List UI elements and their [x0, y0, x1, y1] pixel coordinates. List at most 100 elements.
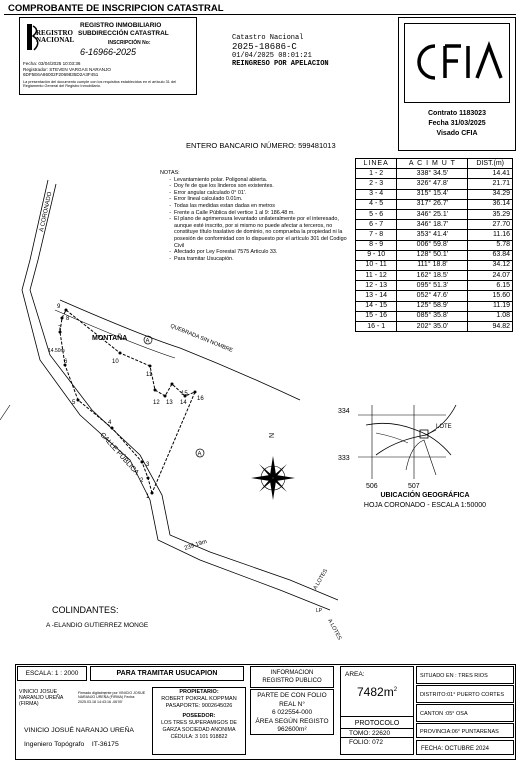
cell-line: 14 - 15 [354, 300, 398, 312]
colindantes-title: COLINDANTES: [52, 605, 119, 615]
cell-line: 10 - 11 [354, 259, 398, 272]
distance-14-50: 14.50m [48, 348, 65, 354]
registry-org-line1: REGISTRO INMOBILIARIO [80, 22, 162, 29]
folio-line-2: REAL N° [279, 700, 305, 708]
cell-azimuth: 111° 18.8' [396, 259, 469, 272]
cfia-logo [417, 41, 503, 80]
road-edge [29, 289, 339, 601]
poseedor-1: LOS TRES SUPERAMIGOS DE [161, 720, 237, 726]
cell-distance: 14.41 [467, 168, 513, 180]
coord-334: 334 [338, 408, 350, 415]
note-item: Afectado por Ley Forestal 7575 Articulo … [174, 249, 348, 256]
area-value-wrap: 7482m2 [357, 685, 397, 699]
note-item: Para tramitar Usucapión. [174, 256, 348, 263]
pasaporte: PASAPORTE: 9002645026 [165, 703, 233, 709]
cell-azimuth: 052° 47.6' [396, 290, 469, 302]
cell-distance: 5.78 [467, 239, 513, 251]
tramitar-box: PARA TRAMITAR USUCAPION [90, 666, 244, 681]
a-lotes-label: A LOTES [313, 568, 330, 591]
folio-line-3: 6 022554-000 [271, 709, 313, 716]
quebrada-line [59, 299, 301, 401]
cfia-contrato: Contrato 1183023 [428, 110, 486, 117]
a-lotes-label-2: A LOTES [326, 618, 342, 640]
notes-block: NOTAS: Levantamiento polar. Poligonal ab… [160, 170, 348, 262]
catastro-note: REINGRESO POR APELACION [232, 60, 329, 68]
folio-line-4: ÁREA SEGÚN REGISTO [255, 717, 329, 725]
engineer-name: VINICIO JOSUÉ NARANJO UREÑA [24, 727, 134, 734]
area-label: AREA: [345, 671, 365, 678]
catastro-number: 2025-18686-C [232, 42, 297, 52]
compass-rose-icon [251, 456, 295, 500]
vertex-3: 3 [146, 462, 150, 468]
cell-line: 6 - 7 [354, 219, 398, 231]
cell-azimuth: 162° 18.5' [396, 270, 469, 282]
note-item: Doy fe de que los linderos son existente… [174, 183, 348, 190]
circle-a-marker [143, 335, 153, 345]
circle-a-label: A [146, 339, 150, 345]
area-value: 7482m [357, 685, 394, 699]
vertex-1: 1 [146, 494, 150, 500]
inscription-label: INSCRIPCIÓN No: [108, 40, 151, 46]
note-item: Levantamiento polar. Poligonal abierta. [174, 177, 348, 184]
cell-azimuth: 353° 41.4' [396, 229, 469, 241]
vertex-7: 7 [58, 326, 62, 332]
cell-azimuth: 346° 18.7' [396, 219, 469, 231]
title-rule [4, 14, 516, 15]
table-header-row: LINEA A C I M U T DIST.(m) [354, 157, 513, 170]
vertex-8: 8 [66, 316, 70, 322]
column-header: DIST.(m) [467, 157, 513, 170]
cell-distance: 94.82 [467, 320, 513, 333]
lp-label: LP [316, 608, 323, 614]
catastro-datetime: 01/04/2025 08:01:21 [232, 52, 312, 60]
cell-line: 12 - 13 [354, 280, 398, 292]
survey-map: A CORONADO 1 2 3 4 5 6 7 8 9 10 11 12 13… [0, 179, 342, 640]
note-item: Error angular calculado 0° 01'. [174, 190, 348, 197]
para-tramitar: PARA TRAMITAR USUCAPION [116, 670, 218, 677]
cell-azimuth: 085° 35.8' [396, 310, 469, 323]
notes-title: NOTAS: [160, 170, 180, 176]
cell-line: 9 - 10 [354, 249, 398, 261]
registry-stamp: REGISTRO NACIONAL REGISTRO INMOBILIARIO … [19, 17, 197, 95]
distrito: DISTRITO:01° PUERTO CORTES [420, 692, 505, 698]
cell-line: 1 - 2 [354, 168, 398, 180]
fecha-box: FECHA: OCTUBRE 2024 [416, 740, 514, 755]
cell-line: 4 - 5 [354, 198, 398, 210]
location-map: 334 333 506 507 LOTE [338, 404, 457, 490]
note-item: Frente a Calle Pública del vertice 1 al … [174, 210, 348, 217]
cell-distance: 11.19 [467, 300, 513, 312]
situado-box: SITUADO EN : TRES RIOS [416, 666, 514, 684]
coord-507: 507 [408, 483, 420, 490]
cell-azimuth: 128° 50.1' [396, 249, 469, 261]
vertex-15: 15 [181, 391, 188, 397]
vertex-11: 11 [146, 372, 153, 378]
cell-line: 16 - 1 [354, 320, 398, 333]
cell-azimuth: 095° 51.3' [396, 280, 469, 292]
cell-distance: 27.70 [467, 219, 513, 231]
cell-line: 7 - 8 [354, 229, 398, 241]
situado: SITUADO EN : TRES RIOS [420, 673, 488, 679]
north-label: N [269, 433, 276, 438]
cfia-box: Contrato 1183023 Fecha 31/03/2025 Visado… [398, 17, 516, 151]
location-subtitle: HOJA CORONADO - ESCALA 1:50000 [363, 502, 487, 509]
poseedor-2: GARZA SOCIEDAD ANONIMA [162, 727, 236, 733]
cell-azimuth: 202° 35.0' [396, 320, 469, 333]
propietario-box: PROPIETARIO: ROBERT POKRAL KOPPMAN PASAP… [152, 687, 246, 755]
cell-distance: 34.29 [467, 188, 513, 200]
propietario-label: PROPIETARIO: [179, 689, 219, 695]
cell-distance: 21.71 [467, 178, 513, 190]
cell-distance: 36.14 [467, 198, 513, 210]
vertex-12: 12 [153, 400, 160, 406]
fecha: FECHA: OCTUBRE 2024 [421, 746, 490, 752]
cedula: CÉDULA: 3 101 918822 [170, 734, 228, 740]
cfia-info: Contrato 1183023 Fecha 31/03/2025 Visado… [399, 109, 515, 139]
cell-distance: 34.12 [467, 259, 513, 272]
info-registro-box: INFORMACION REGISTRO PUBLICO [250, 666, 334, 688]
road-edge [21, 179, 49, 291]
